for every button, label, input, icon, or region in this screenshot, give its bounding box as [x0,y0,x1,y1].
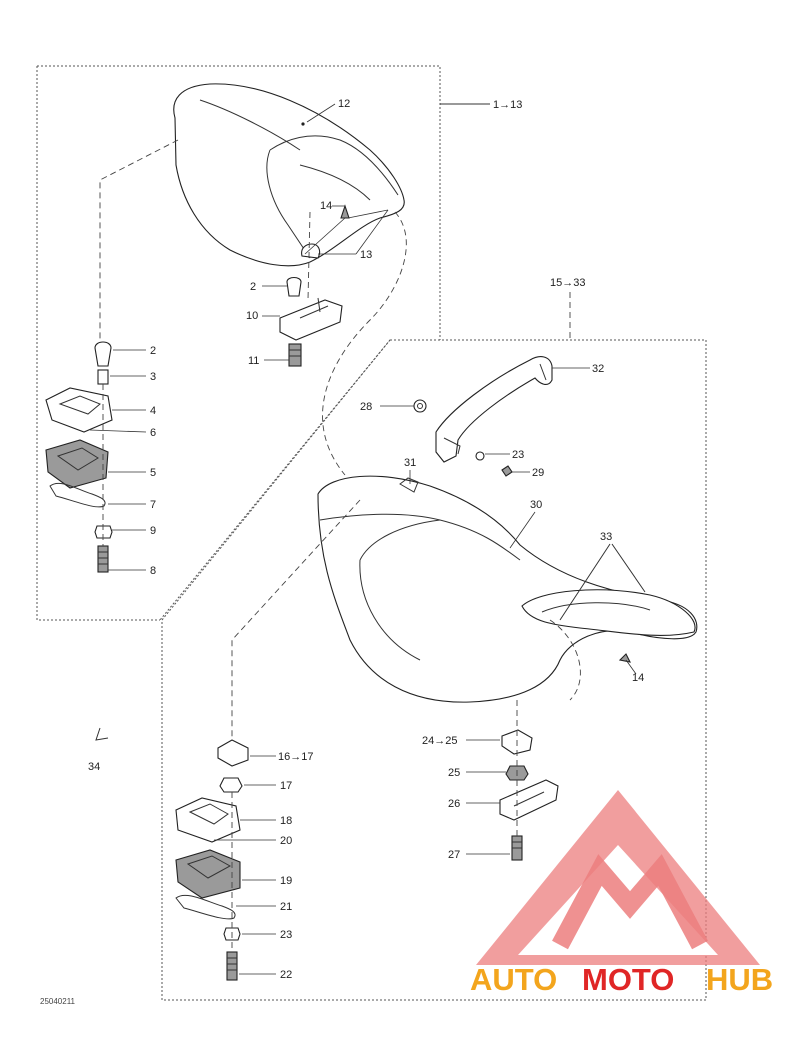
seat-anchor-13 [301,243,321,259]
callout-32: 32 [592,363,604,375]
latch-plate-4 [45,387,113,433]
frame-connector [159,339,391,621]
callout-25: 25 [448,767,460,779]
latch-housing-5 [45,439,109,489]
callout-15-33: 15→33 [550,277,585,289]
callout-6: 6 [150,427,156,439]
callout-13: 13 [360,249,372,261]
callout-27: 27 [448,849,460,861]
nut-17 [219,777,243,793]
latch-plate-18 [175,797,241,843]
frame-driver-seat [161,339,707,1001]
spring-nut-16 [217,739,249,767]
figure-code: 25040211 [40,997,76,1006]
callout-29: 29 [532,467,544,479]
callout-2a: 2 [250,281,256,293]
callout-11: 11 [248,355,259,367]
nut-9 [94,525,113,539]
callout-34: 34 [88,761,100,773]
spacer-3 [97,369,109,385]
callout-18: 18 [280,815,292,827]
washer-28 [413,399,427,413]
callout-12: 12 [338,98,350,110]
callout-14a: 14 [320,200,332,212]
washer-23a [475,451,485,461]
callout-10: 10 [246,310,258,322]
callout-24-25: 24→25 [422,735,457,747]
latch-housing-19 [175,849,241,899]
spring-21 [175,894,236,920]
bolt-11 [288,343,302,367]
callout-31: 31 [404,457,416,469]
grab-handle-32 [435,356,553,463]
callout-30: 30 [530,499,542,511]
logo-text-moto: MOTO [582,962,674,997]
callout-5: 5 [150,467,156,479]
bolt-8 [97,545,109,573]
callout-26: 26 [448,798,460,810]
callout-19: 19 [280,875,292,887]
rubber-bumper-2a [286,276,302,297]
callout-28: 28 [360,401,372,413]
callout-23a: 23 [512,449,524,461]
seat-latch-hardware [499,700,559,861]
bracket-26 [499,779,559,821]
screw-29 [501,465,513,477]
push-nut-14b [618,653,631,663]
automotohub-logo: AUTO MOTO HUB [470,790,773,997]
passenger-seat [173,83,405,267]
callout-20: 20 [280,835,292,847]
callout-16-17: 16→17 [278,751,313,763]
callout-21: 21 [280,901,292,913]
frame-passenger-seat [36,65,441,621]
logo-text-auto: AUTO [470,962,557,997]
callout-2b: 2 [150,345,156,357]
callout-1-13: 1→13 [493,99,522,111]
rubber-bumper-2b [94,341,112,367]
clip-34 [95,727,109,741]
bolt-22 [226,951,238,981]
driver-seat [317,475,698,703]
callout-14b: 14 [632,672,644,684]
spring-7 [49,482,106,508]
callout-8: 8 [150,565,156,577]
callout-23b: 23 [280,929,292,941]
passenger-latch-stack [45,341,113,573]
latch-bracket-10 [279,299,343,341]
callout-7: 7 [150,499,156,511]
callout-3: 3 [150,371,156,383]
callout-17: 17 [280,780,292,792]
logo-text-hub: HUB [706,962,773,997]
callout-9: 9 [150,525,156,537]
callout-4: 4 [150,405,156,417]
driver-latch-stack [175,739,249,981]
callout-33: 33 [600,531,612,543]
callout-22: 22 [280,969,292,981]
